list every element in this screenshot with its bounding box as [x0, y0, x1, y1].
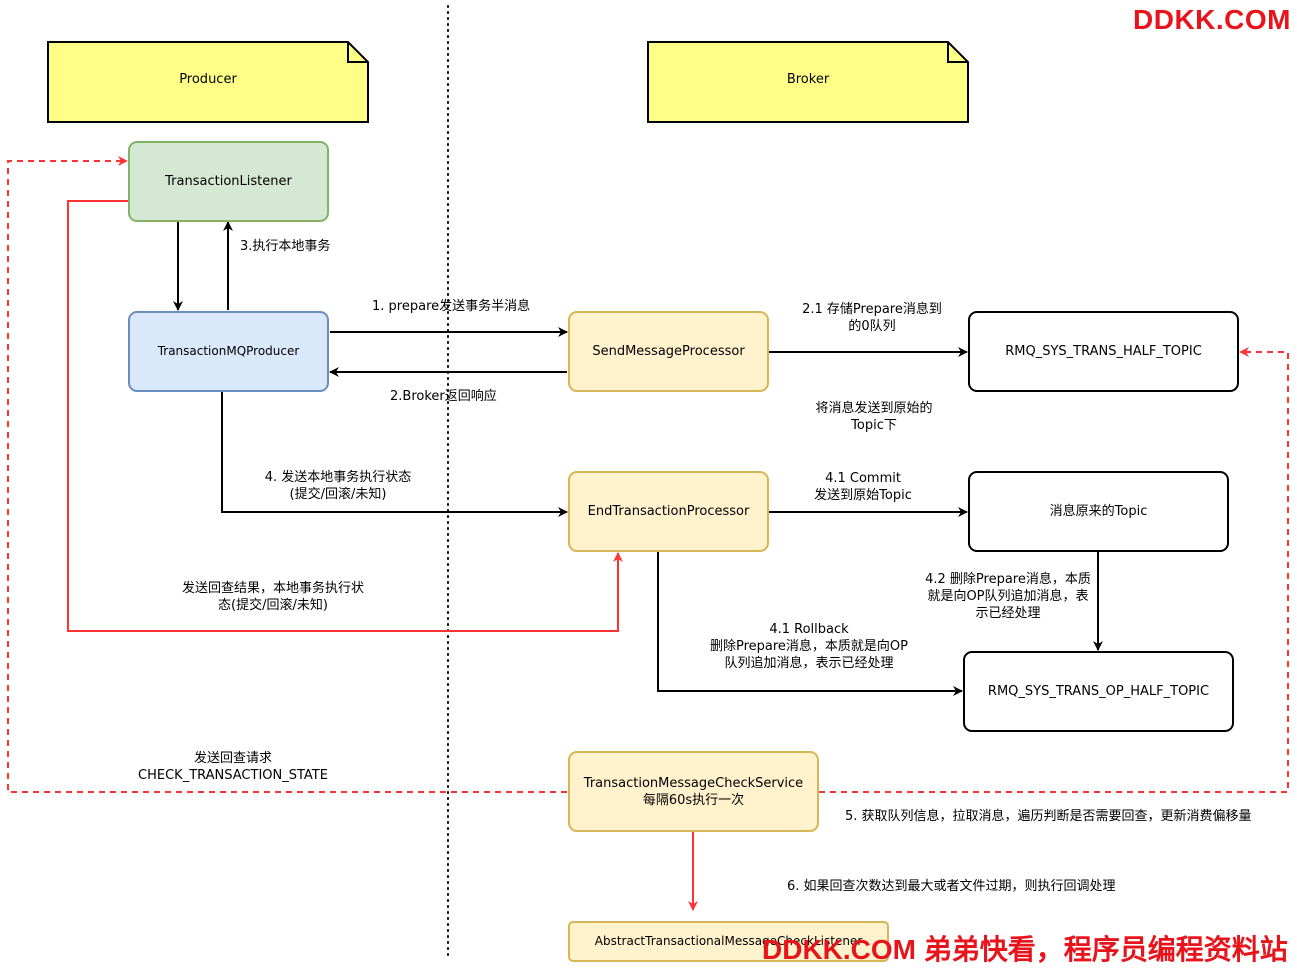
label-check-result-line2: 态(提交/回滚/未知)	[218, 598, 328, 613]
label-step41-rollback-line2: 删除Prepare消息，本质就是向OP	[709, 639, 908, 654]
label-check-request-line1: 发送回查请求	[193, 751, 272, 766]
label-check-request-line2: CHECK_TRANSACTION_STATE	[138, 768, 328, 783]
label-send-original-line2: Topic下	[851, 418, 897, 433]
label-step21: 2.1 存储Prepare消息到 的0队列	[782, 301, 962, 335]
label-step1: 1. prepare发送事务半消息	[372, 299, 531, 314]
half-topic-label: RMQ_SYS_TRANS_HALF_TOPIC	[1005, 344, 1202, 359]
transaction-listener-label: TransactionListener	[165, 174, 292, 189]
arrow-rollback	[657, 552, 963, 696]
producer-note-shape	[47, 41, 369, 123]
producer-note: Producer	[179, 72, 237, 87]
broker-note-shape	[647, 41, 969, 123]
transaction-listener-node[interactable]: TransactionListener	[128, 141, 329, 222]
watermark-bottom: DDKK.COM 弟弟快看，程序员编程资料站	[762, 934, 1288, 965]
label-step41-rollback: 4.1 Rollback 删除Prepare消息，本质就是向OP 队列追加消息，…	[699, 621, 919, 672]
label-step4: 4. 发送本地事务执行状态 (提交/回滚/未知)	[238, 469, 438, 503]
label-send-original: 将消息发送到原始的 Topic下	[784, 400, 964, 434]
end-transaction-processor-node[interactable]: EndTransactionProcessor	[568, 471, 769, 552]
check-service-label-2: 每隔60s执行一次	[642, 792, 745, 808]
arrow-pull-half	[819, 347, 1289, 793]
broker-note: Broker	[786, 72, 830, 87]
label-step41-commit: 4.1 Commit 发送到原始Topic	[773, 470, 953, 504]
label-step21-line2: 的0队列	[848, 319, 896, 334]
abstract-listener-node[interactable]: AbstractTransactionalMessageCheckListene…	[568, 921, 889, 962]
half-topic-node[interactable]: RMQ_SYS_TRANS_HALF_TOPIC	[968, 311, 1239, 392]
label-step41-commit-line1: 4.1 Commit	[825, 471, 901, 486]
label-step21-line1: 2.1 存储Prepare消息到	[802, 302, 942, 317]
check-service-node[interactable]: TransactionMessageCheckService 每隔60s执行一次	[568, 751, 819, 832]
label-check-result-line1: 发送回查结果，本地事务执行状	[181, 581, 364, 596]
label-check-request: 发送回查请求 CHECK_TRANSACTION_STATE	[118, 750, 348, 784]
original-topic-node[interactable]: 消息原来的Topic	[968, 471, 1229, 552]
op-half-topic-node[interactable]: RMQ_SYS_TRANS_OP_HALF_TOPIC	[963, 651, 1234, 732]
label-step5: 5. 获取队列信息，拉取消息，遍历判断是否需要回查，更新消费偏移量	[845, 809, 1252, 824]
check-service-label-1: TransactionMessageCheckService	[583, 775, 804, 791]
arrow-check-request	[7, 156, 567, 793]
end-transaction-processor-label: EndTransactionProcessor	[587, 504, 750, 519]
transaction-mq-producer-label: TransactionMQProducer	[157, 344, 300, 358]
label-send-original-line1: 将消息发送到原始的	[815, 401, 933, 416]
label-step41-commit-line2: 发送到原始Topic	[814, 488, 912, 503]
label-step4-line1: 4. 发送本地事务执行状态	[264, 470, 412, 485]
abstract-listener-label: AbstractTransactionalMessageCheckListene…	[594, 934, 863, 948]
transaction-mq-producer-node[interactable]: TransactionMQProducer	[128, 311, 329, 392]
label-step42-line2: 就是向OP队列追加消息，表	[927, 589, 1089, 604]
label-step42-line1: 4.2 删除Prepare消息，本质	[925, 572, 1091, 587]
label-step6: 6. 如果回查次数达到最大或者文件过期，则执行回调处理	[787, 879, 1116, 894]
op-half-topic-label: RMQ_SYS_TRANS_OP_HALF_TOPIC	[987, 684, 1210, 699]
label-step3: 3.执行本地事务	[240, 239, 331, 254]
original-topic-label: 消息原来的Topic	[1049, 504, 1148, 519]
watermark-top: DDKK.COM	[1133, 4, 1291, 35]
label-step2: 2.Broker返回响应	[390, 389, 497, 404]
label-check-result: 发送回查结果，本地事务执行状 态(提交/回滚/未知)	[158, 580, 388, 614]
label-step42: 4.2 删除Prepare消息，本质 就是向OP队列追加消息，表 示已经处理	[908, 571, 1108, 622]
label-step41-rollback-line1: 4.1 Rollback	[769, 622, 849, 637]
arrow-check-result	[67, 200, 623, 632]
arrow-send-status	[221, 392, 568, 517]
label-step41-rollback-line3: 队列追加消息，表示已经处理	[724, 656, 894, 671]
label-step4-line2: (提交/回滚/未知)	[289, 487, 387, 502]
send-message-processor-node[interactable]: SendMessageProcessor	[568, 311, 769, 392]
send-message-processor-label: SendMessageProcessor	[592, 344, 745, 359]
label-step42-line3: 示已经处理	[975, 606, 1041, 621]
